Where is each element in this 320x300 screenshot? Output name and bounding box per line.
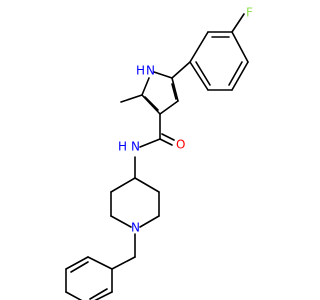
bond [171,61,191,79]
bond [231,61,249,91]
bond [141,77,150,96]
bond [65,291,83,300]
amide-oxygen-label: O [176,138,185,152]
bond [171,83,177,100]
bond [65,256,89,270]
bond [89,288,108,300]
bond [189,31,209,63]
pyrrole-ring [141,61,191,115]
bond [110,215,132,228]
benzyl-group [65,233,136,300]
amide-h-label: H [118,140,127,154]
bond [231,31,249,63]
carbonyl-double-bond [161,133,175,141]
pyrrole-n-label: N [146,64,155,78]
bond [110,177,136,193]
piperidine-ring [110,177,160,228]
substituents [120,94,175,179]
methyl-bond [120,94,143,103]
bond [141,94,161,115]
structure-diagram: F H N O N H N [65,6,253,300]
amide-n-label: N [131,140,140,154]
piperidine-n-label: N [131,221,140,235]
carbonyl-double-bond [159,138,173,146]
bond [139,215,160,228]
benzyl-bond [111,256,136,270]
pyrrole-nh-label: H [136,64,145,78]
bond [70,261,89,273]
bond [134,177,160,193]
bond [231,13,245,33]
amide-bond [139,138,161,148]
bond [144,96,159,111]
bond [228,61,243,86]
bond [159,100,179,115]
bond [189,61,209,91]
bond [195,61,211,86]
fluorophenyl-ring [189,13,249,91]
bond [87,256,113,270]
bond [94,291,113,300]
bond [153,71,173,79]
fluorine-label: F [246,6,253,20]
bond [171,77,179,102]
molecule-svg: F H N O N H N [65,6,253,300]
